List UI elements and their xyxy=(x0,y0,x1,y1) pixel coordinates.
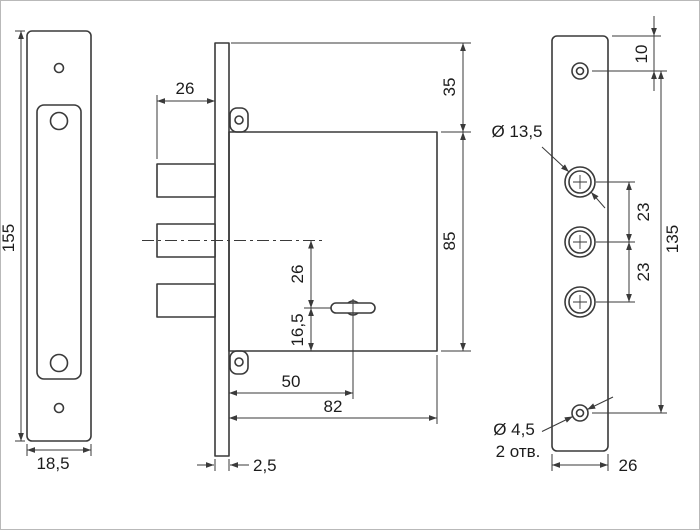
dim-hole-spacing-23 xyxy=(596,181,635,303)
bolt-hole-1-inner xyxy=(568,170,592,194)
right-screw-hole-top-inner xyxy=(575,66,585,76)
callout-screw-hole-diameter xyxy=(541,396,614,432)
dim-top-hole-offset-10 xyxy=(612,16,661,91)
bolt-hole-1-outer xyxy=(564,166,596,198)
dim-keyhole-horizontal xyxy=(229,299,438,424)
dim-label-bolt-hole-diameter: Ø 13,5 xyxy=(491,122,542,141)
dim-label-screw-hole-span: 135 xyxy=(663,225,682,253)
callout-bolt-hole-diameter xyxy=(541,146,606,209)
lug-hole-bottom xyxy=(234,357,244,367)
bolt-hole-2-cross xyxy=(573,235,587,249)
dim-label-hole-spacing-lower: 23 xyxy=(634,263,653,282)
bolt-top xyxy=(156,163,216,198)
dim-screw-hole-span-135 xyxy=(592,70,667,414)
leader-arrow xyxy=(586,396,614,410)
dim-body-height-85 xyxy=(441,132,471,352)
bolt-hole-2-inner xyxy=(568,230,592,254)
dim-label-hole-spacing-upper: 23 xyxy=(634,203,653,222)
case-lug-top xyxy=(229,107,249,133)
left-screw-hole-top xyxy=(53,62,65,74)
dim-keyhole-vertical xyxy=(304,240,331,351)
dim-label-right-width: 26 xyxy=(619,456,638,475)
leader-arrow xyxy=(541,146,570,173)
left-plate-cutout xyxy=(36,104,82,380)
bolt-hole-2-outer xyxy=(564,226,596,258)
left-screw-hole-bottom xyxy=(53,402,65,414)
dim-label-left-height: 155 xyxy=(1,224,18,252)
dim-label-keyhole-to-bottom: 16,5 xyxy=(288,313,307,346)
dim-label-screw-hole-count: 2 отв. xyxy=(496,442,541,461)
faceplate-side xyxy=(214,42,230,457)
dim-label-screw-hole-diameter: Ø 4,5 xyxy=(493,420,535,439)
dim-label-keyhole-to-centerline: 26 xyxy=(288,265,307,284)
dim-label-top-offset: 35 xyxy=(440,78,459,97)
dim-label-body-height: 85 xyxy=(440,232,459,251)
case-lug-bottom xyxy=(229,350,249,375)
bolt-bottom xyxy=(156,283,216,318)
bolt-hole-3-cross xyxy=(573,295,587,309)
dim-label-top-hole-offset: 10 xyxy=(632,45,651,64)
dim-label-keyhole-offset: 50 xyxy=(282,372,301,391)
dim-top-offset-35 xyxy=(231,42,471,133)
left-cutout-hole-bottom xyxy=(49,353,69,373)
dim-left-height-155 xyxy=(15,30,25,442)
bolt-hole-3-outer xyxy=(564,286,596,318)
dim-left-width-18-5 xyxy=(26,444,92,456)
dim-right-width-26 xyxy=(551,454,609,471)
dim-faceplate-thickness xyxy=(197,459,249,471)
bolt-hole-1-cross xyxy=(573,175,587,189)
left-view-strike-plate xyxy=(26,30,92,442)
right-view-faceplate xyxy=(551,35,609,452)
right-screw-hole-bottom-outer xyxy=(571,404,589,422)
leader-arrow xyxy=(590,191,606,209)
dim-label-body-depth: 82 xyxy=(324,397,343,416)
dim-label-bolt-length: 26 xyxy=(176,79,195,98)
lug-hole-top xyxy=(234,115,244,125)
middle-view-lock-body xyxy=(142,42,438,457)
left-plate-outline xyxy=(26,30,92,442)
dim-label-left-width: 18,5 xyxy=(36,454,69,473)
right-screw-hole-top-outer xyxy=(571,62,589,80)
lock-case-outline xyxy=(228,131,438,352)
dim-bolt-length-26 xyxy=(156,95,215,159)
dim-label-faceplate-thickness: 2,5 xyxy=(253,456,277,475)
bolt-hole-3-inner xyxy=(568,290,592,314)
left-cutout-hole-top xyxy=(49,111,69,131)
leader-arrow xyxy=(541,416,574,432)
right-screw-hole-bottom-inner xyxy=(575,408,585,418)
